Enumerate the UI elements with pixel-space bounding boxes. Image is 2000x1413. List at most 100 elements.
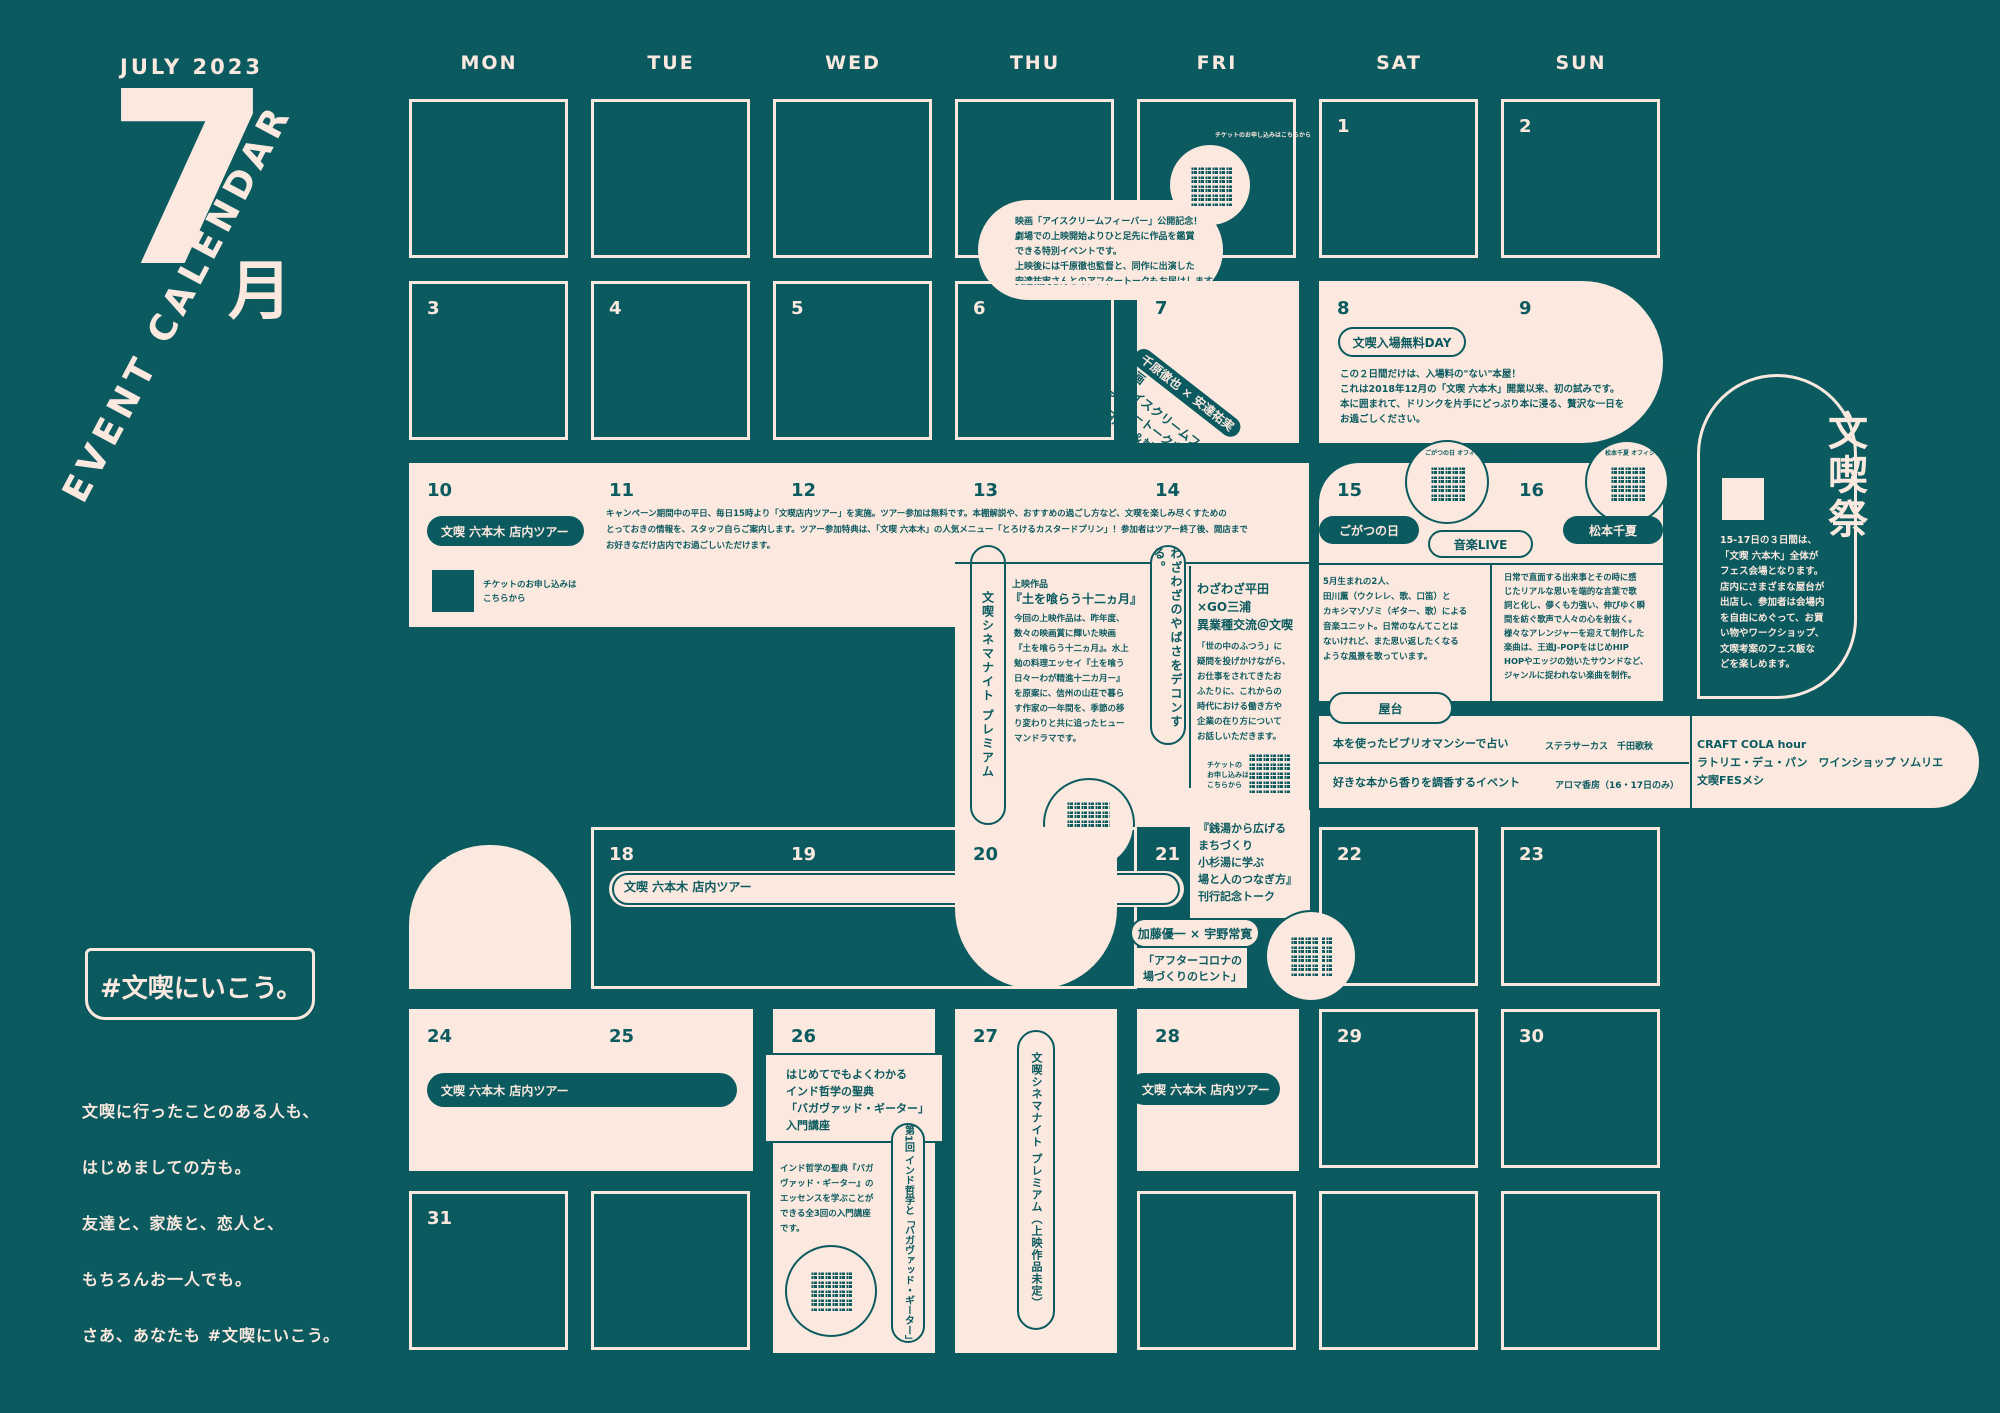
day-cell-empty xyxy=(1137,1191,1296,1350)
qr-code[interactable] xyxy=(1190,165,1232,207)
free-day-text-4: お過ごしください。 xyxy=(1340,414,1426,425)
footer-logo-book xyxy=(85,948,315,1020)
wazawaza-title-2: ×GO三浦 xyxy=(1197,600,1252,614)
fest-divider-v xyxy=(1490,563,1492,701)
sento-title-1: 『銭湯から広げる xyxy=(1198,822,1286,835)
ticket-circle-label: チケットのお申し込みはこちらから xyxy=(1215,132,1312,139)
gagatsu-text-3: カキシマゾゾミ（ギター、歌）による xyxy=(1323,607,1468,617)
sento-title-4: 場と人のつなぎ方』 xyxy=(1198,873,1297,886)
day-cell-empty xyxy=(1319,1191,1478,1350)
gagatsu-text-2: 田川薫（ウクレレ、歌、口笛）と xyxy=(1323,592,1451,602)
weekday-mon: MON xyxy=(460,52,518,74)
day-number: 6 xyxy=(973,298,986,319)
qr-code[interactable] xyxy=(1722,478,1764,520)
qr-code[interactable] xyxy=(1430,465,1466,501)
day-cell-empty xyxy=(409,99,568,258)
day-number: 15 xyxy=(1337,480,1363,501)
day-number: 14 xyxy=(1155,480,1181,501)
day-number: 29 xyxy=(1337,1026,1363,1047)
day-cell-6[interactable] xyxy=(955,281,1114,440)
gita-text-2: ヴァッド・ギーター』の xyxy=(780,1179,874,1189)
day-cell-30[interactable] xyxy=(1501,1009,1660,1168)
footer-line-3: 友達と、家族と、恋人と、 xyxy=(82,1214,285,1233)
film-text-5: 日々ーわが精進十二カ月ー』 xyxy=(1014,674,1125,684)
day-number: 8 xyxy=(1337,298,1350,319)
matsumoto-pill: 松本千夏 xyxy=(1563,516,1663,544)
yatai-divider xyxy=(1319,762,1689,764)
wazawaza-text-4: ふたりに、これからの xyxy=(1197,687,1282,697)
gita-text-4: できる全3回の入門講座 xyxy=(780,1209,871,1219)
day-cell-1[interactable] xyxy=(1319,99,1478,258)
tour-24-pill: 文喫 六本木 店内ツアー xyxy=(427,1073,737,1107)
yatai-3-1: CRAFT COLA hour xyxy=(1697,738,1807,751)
footer-line-4: もちろんお一人でも。 xyxy=(82,1270,253,1289)
tour-18-outline[interactable] xyxy=(591,827,1137,989)
yatai-pill: 屋台 xyxy=(1328,692,1453,724)
qr-code[interactable] xyxy=(1290,935,1332,977)
day-number: 27 xyxy=(973,1026,999,1047)
day-cell-3[interactable] xyxy=(409,281,568,440)
gagatsu-circle-label: ごがつの日 オフィシャルサイト xyxy=(1425,450,1511,457)
film-text-1: 今回の上映作品は、昨年度、 xyxy=(1014,614,1125,624)
yatai-divider-v xyxy=(1690,716,1692,808)
day-number: 10 xyxy=(427,480,453,501)
tour-18-pill xyxy=(612,873,1180,905)
film-text-4: 勉の料理エッセイ『土を喰う xyxy=(1014,659,1125,669)
wazawaza-text-1: 「世の中のふつう」に xyxy=(1197,642,1283,652)
film-text-9: マンドラマです。 xyxy=(1014,734,1082,744)
day-number: 2 xyxy=(1519,116,1532,137)
ice-cream-text-5: 安達祐実さんとのアフタートークもお届けします。 xyxy=(1015,277,1222,287)
day-cell-20[interactable] xyxy=(955,827,1117,989)
day-number: 4 xyxy=(609,298,622,319)
day-cell-5[interactable] xyxy=(773,281,932,440)
qr-code[interactable] xyxy=(1248,752,1290,794)
ice-cream-text-2: 劇場での上映開始よりひと足先に作品を鑑賞 xyxy=(1015,232,1195,242)
tour-text-1: キャンペーン期間中の平日、毎日15時より「文喫店内ツアー」を実施。ツアー参加は無… xyxy=(606,509,1227,519)
day-cell-23[interactable] xyxy=(1501,827,1660,986)
footer-line-2: はじめましての方も。 xyxy=(82,1158,252,1177)
fest-text-line: を自由にめぐって、お買 xyxy=(1720,612,1824,624)
film-text-6: を原案に、信州の山荘で暮ら xyxy=(1014,689,1125,699)
day-number: 5 xyxy=(791,298,804,319)
tour-18-label: 文喫 六本木 店内ツアー xyxy=(624,880,752,894)
day-number: 25 xyxy=(609,1026,635,1047)
after-corona-2: 場づくりのヒント」 xyxy=(1143,970,1242,983)
day-cell-8-9[interactable] xyxy=(1319,281,1663,443)
day-number: 22 xyxy=(1337,844,1363,865)
gita-title-3: 「バガヴァッド・ギーター」 xyxy=(786,1102,929,1115)
weekday-tue: TUE xyxy=(647,52,695,74)
qr-code[interactable] xyxy=(810,1270,852,1312)
day-cell-4[interactable] xyxy=(591,281,750,440)
wazawaza-divider xyxy=(1189,566,1191,788)
sento-title-5: 刊行記念トーク xyxy=(1198,890,1275,903)
sento-box[interactable] xyxy=(1190,810,1310,918)
day-cell-31[interactable] xyxy=(409,1191,568,1350)
free-day-pill: 文喫入場無料DAY xyxy=(1338,327,1466,357)
gita-title-4: 入門講座 xyxy=(786,1119,830,1132)
gita-text-1: インド哲学の聖典『バガ xyxy=(780,1164,874,1174)
fest-text-line: 文喫考案のフェス飯な xyxy=(1720,643,1816,655)
weekday-fri: FRI xyxy=(1196,52,1238,74)
qr-code[interactable] xyxy=(432,570,474,612)
film-text-3: 『土を喰らう十二ヵ月』。水上 xyxy=(1014,644,1129,654)
day-cell-29[interactable] xyxy=(1319,1009,1478,1168)
matsumoto-text-5: 様々なアレンジャーを迎えて制作した xyxy=(1504,628,1645,638)
day-cell-22[interactable] xyxy=(1319,827,1478,986)
fest-arch xyxy=(1697,374,1857,699)
wazawaza-text-5: 時代における働き方や xyxy=(1197,702,1283,712)
gita-text-3: エッセンスを学ぶことが xyxy=(780,1194,874,1204)
gita-session-label: 第1回 インド哲学と「バガヴァッド・ギーター」 xyxy=(891,1123,925,1345)
film-title: 『土を喰らう十二ヵ月』 xyxy=(1010,592,1143,606)
after-corona-box xyxy=(1137,948,1247,988)
wazawaza-label: わざわざのやばさをデコンする。 xyxy=(1150,545,1186,745)
gagatsu-text-6: ような風景を歌っています。 xyxy=(1323,652,1433,662)
day-cell-17[interactable] xyxy=(409,845,571,989)
yatai-2a: 好きな本から香りを調香するイベント xyxy=(1333,776,1520,789)
gita-title-1: はじめてでもよくわかる xyxy=(786,1068,907,1081)
qr-code[interactable] xyxy=(1610,465,1646,501)
footer-line-5: さあ、あなたも #文喫にいこう。 xyxy=(82,1326,341,1345)
ice-cream-text-3: できる特別イベントです。 xyxy=(1015,247,1122,257)
wazawaza-text-2: 疑問を投げかけながら、 xyxy=(1197,657,1291,667)
wazawaza-text-6: 企業の在り方について xyxy=(1197,717,1282,727)
day-cell-2[interactable] xyxy=(1501,99,1660,258)
